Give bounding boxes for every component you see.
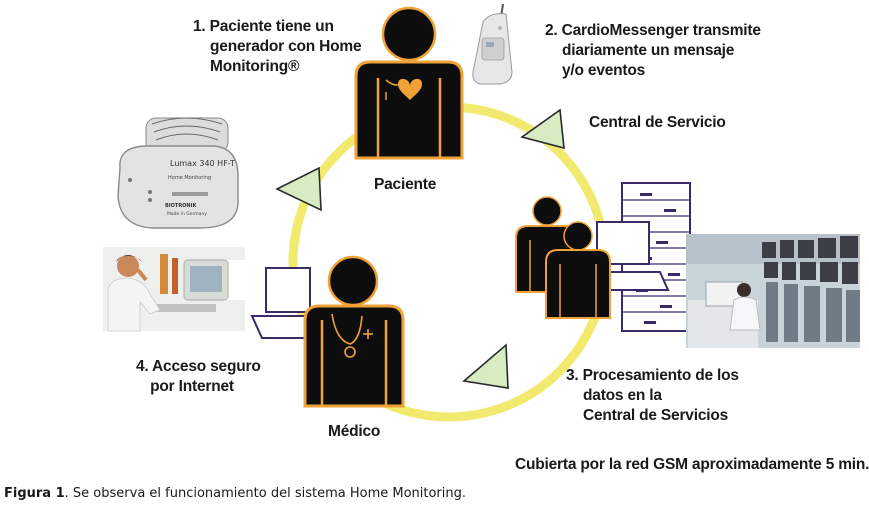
arrow-to-doctor [462,343,509,389]
patient-label: Paciente [374,176,437,193]
caption-prefix: Figura 1 [4,486,65,501]
service-center-label: Central de Servicio [589,114,726,131]
control-room-photo [686,234,860,348]
service-staff-figures [515,196,670,319]
step1-label: 1. Paciente tiene un generador con Home … [193,18,362,75]
patient-figure [354,6,464,160]
figure-caption: Figura 1. Se observa el funcionamiento d… [4,486,466,501]
doctor-label: Médico [328,423,381,440]
doctor-figure [250,255,405,408]
implant-device: Lumax 340 HF-T Home Monitoring BIOTRONIK… [117,117,239,229]
device-model-label: Lumax 340 HF-T [170,159,235,168]
coverage-note: Cubierta por la red GSM aproximadamente … [515,456,869,473]
heart-icon [398,78,422,100]
office-worker-photo [103,247,245,332]
step4-label: 4. Acceso seguro por Internet [136,358,261,395]
arrow-to-patient [275,166,322,212]
arrow-to-service-center [520,108,565,150]
step3-label: 3. Procesamiento de los datos en la Cent… [566,367,739,424]
home-monitoring-diagram: Lumax 340 HF-T Home Monitoring BIOTRONIK… [103,3,860,422]
device-sub-label: Home Monitoring [168,175,211,181]
cardiomessenger-device [472,3,513,85]
stethoscope-icon [331,313,363,345]
device-brand-label: BIOTRONIK [165,203,197,209]
caption-text: . Se observa el funcionamiento del siste… [64,486,467,501]
device-origin-label: Made in Germany [167,211,207,217]
step2-label: 2. CardioMessenger transmite diariamente… [545,22,761,79]
